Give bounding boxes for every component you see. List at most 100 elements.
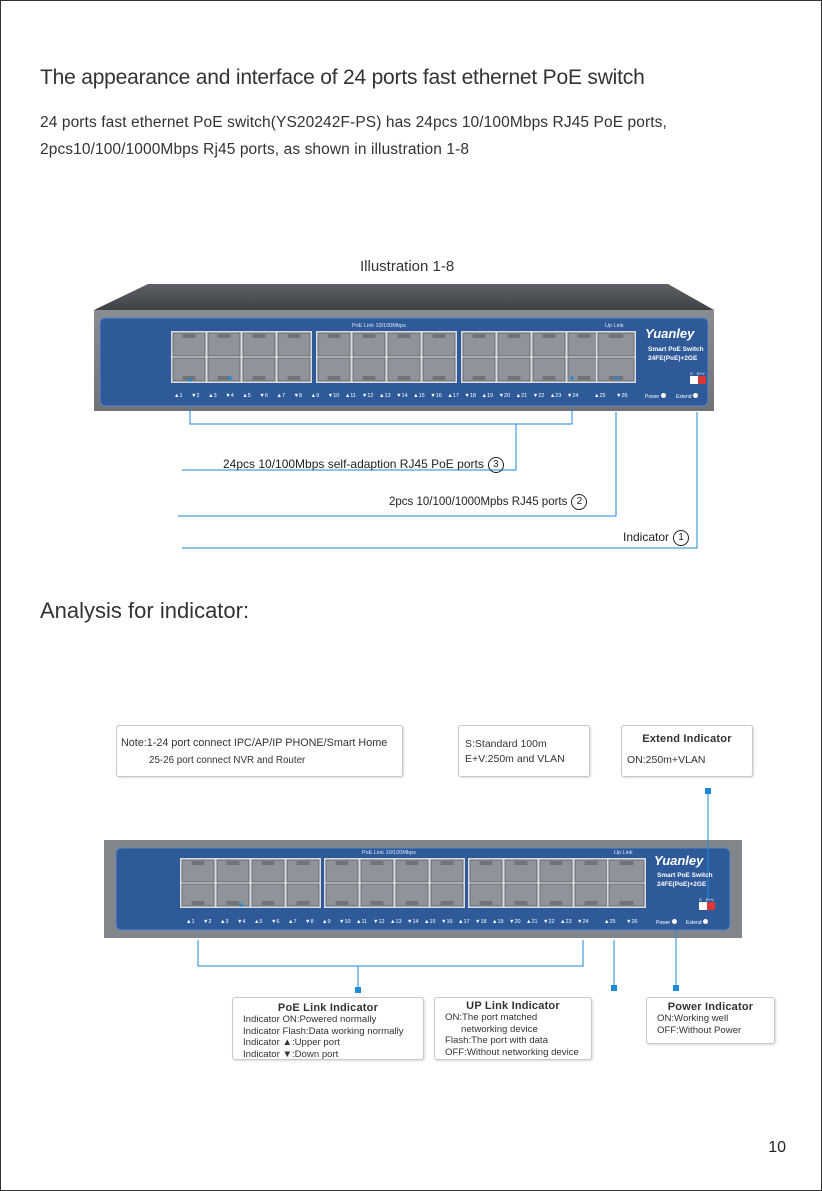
rj45-port[interactable] <box>277 357 311 382</box>
rj45-port[interactable] <box>172 332 206 357</box>
port-number-label: ▲7 <box>276 393 286 399</box>
rj45-port[interactable] <box>597 357 635 382</box>
rj45-port[interactable] <box>395 859 429 883</box>
rj45-port[interactable] <box>251 859 285 883</box>
rj45-port[interactable] <box>597 332 635 357</box>
power-box-line: OFF:Without Power <box>657 1024 742 1036</box>
rj45-port[interactable] <box>207 357 241 382</box>
page-heading: The appearance and interface of 24 ports… <box>40 66 645 89</box>
uplink-box-line: Flash:The port with data <box>445 1035 548 1046</box>
rj45-port[interactable] <box>360 883 394 907</box>
rj45-port[interactable] <box>286 859 320 883</box>
port-number-label: ▲15 <box>424 919 436 925</box>
rj45-port[interactable] <box>352 332 386 357</box>
port-number-label: ▲17 <box>458 919 470 925</box>
rj45-port[interactable] <box>325 859 359 883</box>
rj45-port[interactable] <box>387 332 421 357</box>
rj45-port[interactable] <box>395 883 429 907</box>
analysis-heading: Analysis for indicator: <box>40 598 250 623</box>
port-number-label: ▼4 <box>237 919 246 925</box>
uplink-box-title: UP Link Indicator <box>466 1000 560 1012</box>
rj45-port[interactable] <box>242 357 276 382</box>
poe-link-box-line: Indicator Flash:Data working normally <box>243 1025 404 1037</box>
port-number-label: ▼14 <box>396 393 408 399</box>
switch2-uplink-port-block <box>607 858 646 908</box>
port-number-label: ▲19 <box>481 393 494 399</box>
port-number-label: ▲3 <box>208 393 217 399</box>
port-number-label: ▼6 <box>259 393 268 399</box>
port-number-label: ▼8 <box>305 919 314 925</box>
extend-indicator-box: Extend Indicator ON:250m+VLAN <box>621 725 753 777</box>
rj45-port[interactable] <box>539 883 573 907</box>
uplink-indicator-box: UP Link Indicator ON:The port matched ne… <box>434 997 592 1060</box>
uplink-box-line: ON:The port matched <box>445 1012 538 1023</box>
rj45-port[interactable] <box>469 883 503 907</box>
rj45-port[interactable] <box>497 357 531 382</box>
switch2-poe-port-block <box>180 858 609 908</box>
rj45-port[interactable] <box>504 883 538 907</box>
rj45-port[interactable] <box>216 883 250 907</box>
switch2-dip-s-label: S <box>699 897 702 902</box>
rj45-port[interactable] <box>387 357 421 382</box>
port-number-label: ▼26 <box>616 393 628 399</box>
rj45-port[interactable] <box>277 332 311 357</box>
port-led <box>239 903 243 907</box>
rj45-port[interactable] <box>462 332 496 357</box>
port-number-label: ▲9 <box>310 393 320 399</box>
rj45-port[interactable] <box>532 357 566 382</box>
rj45-port[interactable] <box>251 883 285 907</box>
rj45-port[interactable] <box>422 357 456 382</box>
dip-switch[interactable]: S E+V <box>690 371 706 385</box>
poe-link-box-line: Indicator ▲:Upper port <box>243 1037 340 1048</box>
rj45-port[interactable] <box>242 332 276 357</box>
intro-line-2: 2pcs10/100/1000Mbps Rj45 ports, as shown… <box>40 141 470 158</box>
power-box-line: ON:Working well <box>657 1013 729 1024</box>
rj45-port[interactable] <box>181 883 215 907</box>
port-number-label: ▼22 <box>543 919 555 925</box>
port-number-label: ▼4 <box>225 393 234 399</box>
port-number-label: ▲15 <box>413 393 425 399</box>
rj45-port[interactable] <box>352 357 386 382</box>
rj45-port[interactable] <box>360 859 394 883</box>
port-number-label: ▼12 <box>361 393 374 399</box>
uplink-header-label: Up Link <box>605 323 624 329</box>
rj45-port[interactable] <box>462 357 496 382</box>
port-number-label: ▼8 <box>293 393 303 399</box>
port-led <box>615 376 619 380</box>
poe-link-indicator-box: PoE Link Indicator Indicator ON:Powered … <box>232 997 424 1060</box>
port-number-label: ▲7 <box>288 919 297 925</box>
switch-top-lid <box>94 284 714 310</box>
rj45-port[interactable] <box>181 859 215 883</box>
rj45-port[interactable] <box>207 332 241 357</box>
rj45-port[interactable] <box>317 332 351 357</box>
rj45-port[interactable] <box>497 332 531 357</box>
port-number-label: ▲23 <box>560 919 572 925</box>
rj45-port[interactable] <box>532 332 566 357</box>
switch2-power-led <box>671 919 677 924</box>
rj45-port[interactable] <box>608 883 645 907</box>
rj45-port[interactable] <box>539 859 573 883</box>
extend-label: Extend <box>676 393 698 400</box>
port-number-label: ▲21 <box>526 919 538 925</box>
note-box: Note:1-24 port connect IPC/AP/IP PHONE/S… <box>116 725 403 777</box>
note-line-2: 25-26 port connect NVR and Router <box>149 754 306 766</box>
port-number-label: ▲13 <box>390 919 402 925</box>
port-number-label: ▲19 <box>492 919 504 925</box>
rj45-port[interactable] <box>430 859 464 883</box>
rj45-port[interactable] <box>422 332 456 357</box>
rj45-port[interactable] <box>317 357 351 382</box>
rj45-port[interactable] <box>608 859 645 883</box>
rj45-port[interactable] <box>286 883 320 907</box>
callout-number-1: 1 <box>673 530 690 546</box>
switch2-dip-switch[interactable]: S E+V <box>699 897 715 911</box>
extend-box-line: ON:250m+VLAN <box>627 754 706 766</box>
rj45-port[interactable] <box>430 883 464 907</box>
switch2-extend-label: Extend <box>686 919 708 926</box>
rj45-port[interactable] <box>504 859 538 883</box>
rj45-port[interactable] <box>216 859 250 883</box>
rj45-port[interactable] <box>469 859 503 883</box>
rj45-port[interactable] <box>325 883 359 907</box>
